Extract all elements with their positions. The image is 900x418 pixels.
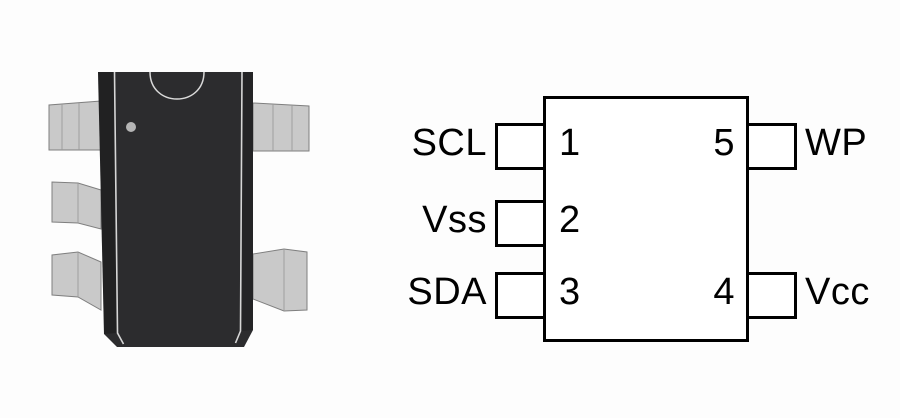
pin2-number: 2 [559,199,581,241]
pin5-label: WP [805,122,868,164]
pin2-pad [495,200,543,247]
package-lead-4 [252,248,308,312]
package-lead-5-facet [272,104,293,151]
pin3-number: 3 [559,271,581,313]
package-highlight-left [113,71,125,345]
package-body [98,72,253,347]
ic-package-illustration [48,71,310,347]
package-lead-3 [51,251,102,311]
pin3-pad [495,272,543,319]
package-lead-1 [48,100,102,151]
package-lead-5 [252,102,310,152]
pin4-pad [749,272,797,319]
pin1-number: 1 [559,122,581,164]
package-lead-1-facet [61,103,80,150]
pin1-label: SCL [411,122,487,164]
package-body-left-shade [98,72,117,334]
pin2-label: Vss [422,199,487,241]
pin5-number: 5 [713,122,735,164]
package-highlight-right [234,71,243,344]
polarity-notch [149,71,205,100]
pin3-label: SDA [407,271,487,313]
pin4-label: Vcc [805,271,870,313]
package-body-right-shade [240,72,253,331]
package-lead-2 [51,181,102,230]
pin1-dot [126,122,136,132]
pin5-pad [749,123,797,170]
pin1-pad [495,123,543,170]
pin4-number: 4 [713,271,735,313]
ic-body-outline [543,96,749,342]
